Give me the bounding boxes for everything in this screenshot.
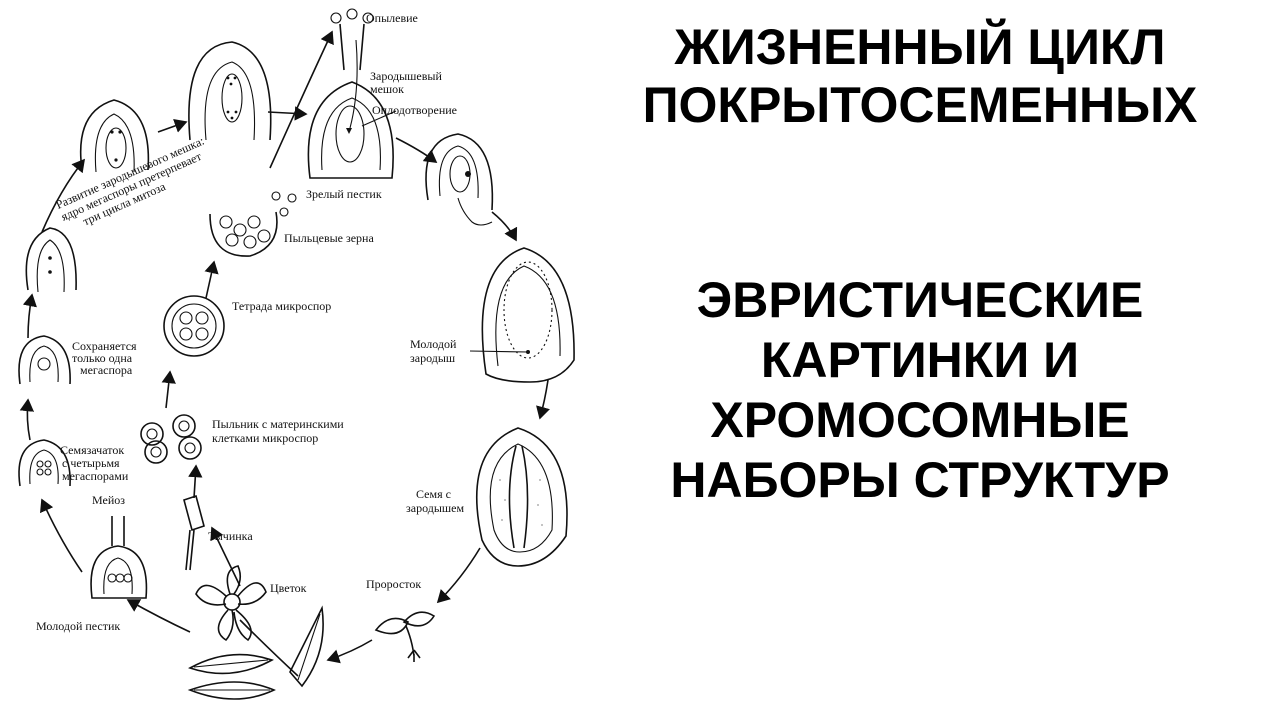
arrow-5	[491, 211, 518, 242]
title-line1: ЖИЗНЕННЫЙ ЦИКЛ	[674, 19, 1166, 75]
arrow-8	[326, 639, 373, 664]
arrow-7	[436, 547, 481, 604]
main-title: ЖИЗНЕННЫЙ ЦИКЛ ПОКРЫТОСЕМЕННЫХ	[560, 18, 1280, 134]
arrow-12	[22, 293, 37, 339]
arrow-9	[126, 599, 191, 633]
label-one-megaspore-line3: мегаспора	[80, 363, 133, 377]
arrow-14	[188, 464, 203, 499]
label-flower: Цветок	[270, 581, 307, 595]
label-young-pistil: Молодой пестик	[36, 619, 121, 633]
anther	[140, 414, 202, 464]
flower	[195, 565, 299, 677]
arrow-16	[204, 260, 219, 299]
pollen-sac	[209, 191, 297, 257]
label-embryo-sac-line1: Зародышевый	[370, 69, 442, 83]
label-seed-line2: зародышем	[406, 501, 465, 515]
arrow-2	[267, 106, 308, 121]
ovule-early	[25, 227, 77, 293]
ovule-eight-nuclei	[188, 41, 272, 141]
title-line4: КАРТИНКИ И	[760, 332, 1080, 388]
cycle-arrows	[19, 30, 550, 664]
label-anther-line1: Пыльник с материнскими	[212, 417, 344, 431]
label-anther-line2: клетками микроспор	[212, 431, 319, 445]
arrow-15	[161, 370, 176, 409]
leaves	[187, 605, 324, 700]
sub-title: ЭВРИСТИЧЕСКИЕ КАРТИНКИ И ХРОМОСОМНЫЕ НАБ…	[560, 270, 1280, 510]
arrow-1	[157, 118, 188, 133]
label-young-embryo-line2: зародыш	[410, 351, 456, 365]
mature-pistil	[307, 8, 394, 179]
ovule-one-megaspore	[18, 335, 71, 385]
microspore-tetrad	[163, 295, 225, 357]
arrow-10	[40, 498, 83, 573]
fertilized-ovule	[425, 133, 494, 226]
arrow-3	[269, 30, 334, 169]
young-pistil	[90, 516, 148, 599]
label-pollination: Опылевие	[366, 11, 418, 25]
label-pointers	[361, 110, 529, 353]
label-mature-pistil: Зрелый пестик	[306, 187, 382, 201]
label-seedling: Проросток	[366, 577, 422, 591]
label-ovule-line2: с четырьмя	[62, 456, 120, 470]
title-line2: ПОКРЫТОСЕМЕННЫХ	[642, 77, 1198, 133]
label-one-megaspore-line2: только одна	[72, 351, 133, 365]
arrow-13	[41, 158, 85, 233]
title-line6: НАБОРЫ СТРУКТУР	[670, 452, 1170, 508]
ovule-two-nuclei	[79, 99, 150, 173]
arrow-4	[395, 137, 438, 163]
label-ovule-line1: Семязачаток	[60, 443, 125, 457]
arrow-11	[19, 398, 35, 441]
title-line3: ЭВРИСТИЧЕСКИЕ	[696, 272, 1144, 328]
arrow-6	[536, 379, 550, 420]
label-seed-line1: Семя с	[416, 487, 451, 501]
label-meiosis: Мейоз	[92, 493, 125, 507]
title-line5: ХРОМОСОМНЫЕ	[710, 392, 1130, 448]
seedling	[374, 611, 436, 662]
ovule-four-megaspores	[18, 439, 71, 487]
arrow-17	[210, 526, 241, 587]
seed-with-embryo	[475, 427, 568, 567]
label-ovule-line3: мегаспорами	[62, 469, 129, 483]
stamen	[183, 494, 205, 571]
label-pollen-grains: Пыльцевые зерна	[284, 231, 374, 245]
label-fertilization: Оплодотворение	[372, 103, 458, 117]
label-young-embryo-line1: Молодой	[410, 337, 457, 351]
label-tetrad: Тетрада микроспор	[232, 299, 332, 313]
label-stamen: Тычинка	[208, 529, 253, 543]
label-embryo-sac-line2: мешок	[370, 82, 404, 96]
label-one-megaspore-line1: Сохраняется	[72, 339, 137, 353]
